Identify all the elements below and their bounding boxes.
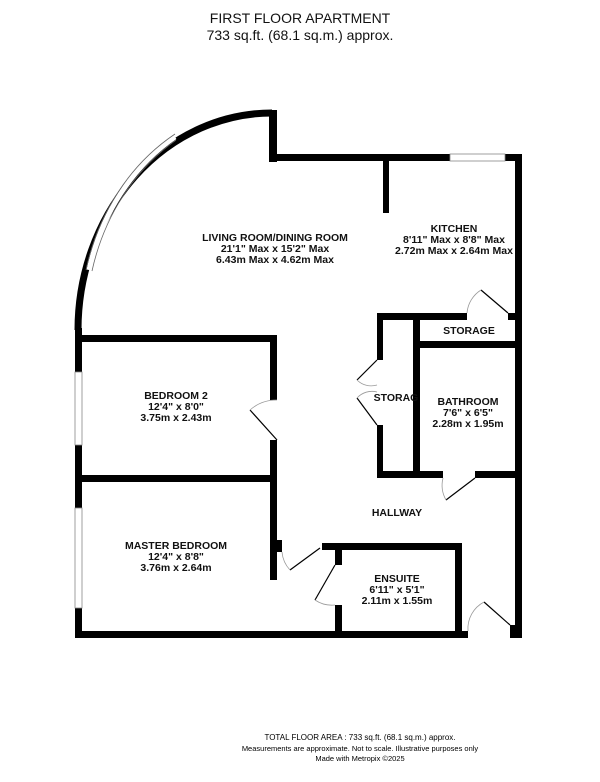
doors <box>249 289 511 632</box>
room-dims-imperial: 8'11" Max x 8'8" Max <box>403 234 505 246</box>
room-dims-imperial: 7'6" x 6'5" <box>443 407 493 419</box>
plan-title: FIRST FLOOR APARTMENT <box>209 10 391 26</box>
room-name: ENSUITE <box>374 573 420 585</box>
room-living: LIVING ROOM/DINING ROOM 21'1" Max x 15'2… <box>202 232 348 266</box>
room-name: BEDROOM 2 <box>144 390 208 402</box>
credit: Made with Metropix ©2025 <box>315 754 405 763</box>
room-name: LIVING ROOM/DINING ROOM <box>202 232 348 244</box>
room-dims-metric: 3.75m x 2.43m <box>140 412 211 424</box>
curved-window <box>86 134 177 271</box>
room-dims-imperial: 12'4" x 8'8" <box>148 551 204 563</box>
room-kitchen: KITCHEN 8'11" Max x 8'8" Max 2.72m Max x… <box>395 223 513 257</box>
room-dims-imperial: 6'11" x 5'1" <box>369 584 424 596</box>
room-storage: STORAGE <box>443 325 495 337</box>
room-name: BATHROOM <box>437 396 498 408</box>
room-dims-imperial: 12'4" x 8'0" <box>148 401 204 413</box>
room-storage-2: STORAG <box>374 392 419 404</box>
room-bedroom-2: BEDROOM 2 12'4" x 8'0" 3.75m x 2.43m <box>140 390 211 424</box>
room-name: KITCHEN <box>431 223 478 235</box>
disclaimer: Measurements are approximate. Not to sca… <box>241 744 479 753</box>
room-dims-metric: 2.28m x 1.95m <box>432 418 503 430</box>
room-dims-imperial: 21'1" Max x 15'2" Max <box>221 243 330 255</box>
room-dims-metric: 3.76m x 2.64m <box>140 562 211 574</box>
room-dims-metric: 6.43m Max x 4.62m Max <box>216 254 334 266</box>
curved-window-frame <box>91 139 177 272</box>
room-master-bedroom: MASTER BEDROOM 12'4" x 8'8" 3.76m x 2.64… <box>125 540 227 574</box>
room-ensuite: ENSUITE 6'11" x 5'1" 2.11m x 1.55m <box>362 573 433 607</box>
walls <box>75 110 522 638</box>
room-hallway: HALLWAY <box>372 507 422 519</box>
room-name: MASTER BEDROOM <box>125 540 227 552</box>
windows <box>74 153 506 609</box>
plan-subtitle: 733 sq.ft. (68.1 sq.m.) approx. <box>206 27 394 43</box>
total-floor-area: TOTAL FLOOR AREA : 733 sq.ft. (68.1 sq.m… <box>264 733 456 742</box>
curved-window-frame <box>85 133 176 271</box>
room-dims-metric: 2.11m x 1.55m <box>362 595 433 607</box>
room-bathroom: BATHROOM 7'6" x 6'5" 2.28m x 1.95m <box>432 396 503 430</box>
room-dims-metric: 2.72m Max x 2.64m Max <box>395 245 513 257</box>
